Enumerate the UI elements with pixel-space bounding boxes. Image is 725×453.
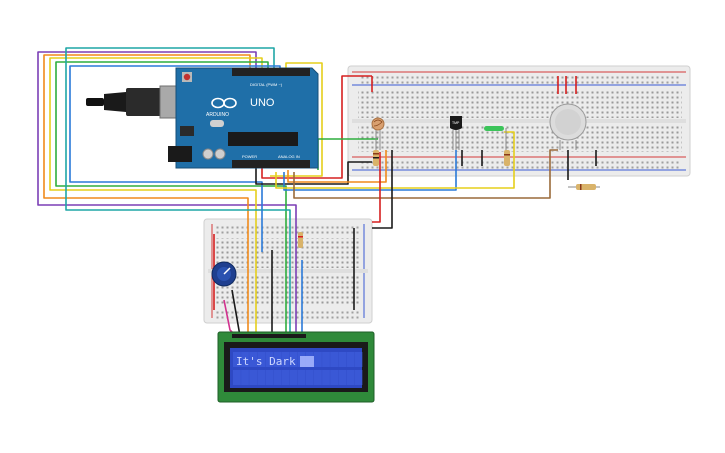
resistor-lcd-backlight[interactable]: [298, 232, 303, 248]
lcd-cell: [257, 352, 266, 367]
wire-yellow-top: [270, 62, 323, 177]
lcd-cell: [314, 370, 322, 385]
small-breadboard[interactable]: [203, 218, 373, 324]
lcd-cell: [273, 370, 282, 385]
lcd-cell: [354, 352, 363, 367]
wire-orange: [43, 54, 251, 245]
arduino-uno-board[interactable]: UNO ARDUINO DIGITAL (PWM ~) POWER ANALOG…: [86, 67, 319, 169]
wires[interactable]: [37, 47, 597, 337]
lcd-cell: [249, 370, 257, 385]
wire-yellow-left: [49, 57, 263, 245]
lcd-cell: [265, 352, 274, 367]
lcd-cell: [241, 370, 249, 385]
lcd-cell: [346, 352, 355, 367]
lcd-cell: [273, 352, 282, 367]
lcd-cell: [249, 352, 257, 367]
lcd-cell: [233, 352, 241, 367]
power-header-label: POWER: [242, 154, 257, 159]
reset-button[interactable]: [183, 73, 191, 81]
led-green[interactable]: [484, 126, 507, 150]
lcd-cell: [305, 370, 314, 385]
lcd-cell: [346, 370, 355, 385]
analog-header-label: ANALOG IN: [278, 154, 300, 159]
microcontroller-chip: [228, 132, 298, 146]
lcd-cell: [330, 352, 338, 367]
lcd-cell: [338, 370, 347, 385]
arduino-logo-icon: [211, 97, 237, 109]
lcd-cell: [281, 352, 290, 367]
wire-black-bridge: [372, 150, 393, 229]
arduino-brand-label: ARDUINO: [206, 112, 229, 118]
wire-blue-mid: [283, 150, 457, 191]
lcd-text: It's Dark: [236, 355, 296, 368]
lcd-display[interactable]: It's Dark: [217, 331, 375, 403]
lcd-cell: [257, 370, 266, 385]
temperature-sensor-label: TMP: [452, 121, 460, 125]
lcd-cell: [322, 352, 330, 367]
lcd-cell: [233, 370, 241, 385]
usb-cable-plug: [86, 98, 104, 106]
lcd-cell: [314, 352, 322, 367]
wire-black-gnd: [255, 161, 372, 185]
arduino-model-label: UNO: [250, 97, 275, 109]
wire-orange-mid: [287, 150, 387, 183]
wire-yellow-led: [275, 131, 515, 189]
wire-purple: [37, 51, 297, 245]
lcd-cell: [330, 370, 338, 385]
lcd-cell: [354, 370, 363, 385]
lcd-cell: [289, 352, 298, 367]
resistor-photoresistor[interactable]: [373, 150, 379, 166]
lcd-cell: [322, 370, 330, 385]
temperature-sensor[interactable]: TMP: [450, 116, 462, 150]
lcd-cell: [265, 370, 274, 385]
lcd-cell: [338, 352, 347, 367]
wire-blue-left: [69, 65, 281, 245]
wire-green-left: [55, 61, 287, 245]
wire-brown-gas: [293, 149, 558, 199]
potentiometer[interactable]: [211, 261, 237, 287]
digital-header-label: DIGITAL (PWM ~): [250, 82, 283, 87]
wire-red-bridge: [372, 152, 381, 223]
photoresistor[interactable]: [371, 117, 385, 150]
usb-connector: [126, 88, 162, 116]
power-jack: [168, 146, 192, 162]
gas-sensor[interactable]: [549, 103, 587, 150]
lcd-cell: [241, 352, 249, 367]
main-breadboard[interactable]: [347, 65, 691, 177]
lcd-cell: [281, 370, 290, 385]
resistor-led[interactable]: [504, 150, 510, 166]
lcd-cursor-block: [300, 356, 314, 367]
wire-teal: [65, 47, 291, 245]
lcd-cell: [289, 370, 298, 385]
wire-red-power: [261, 75, 372, 179]
lcd-cell: [297, 370, 306, 385]
resistor-gas-sensor[interactable]: [568, 184, 600, 190]
